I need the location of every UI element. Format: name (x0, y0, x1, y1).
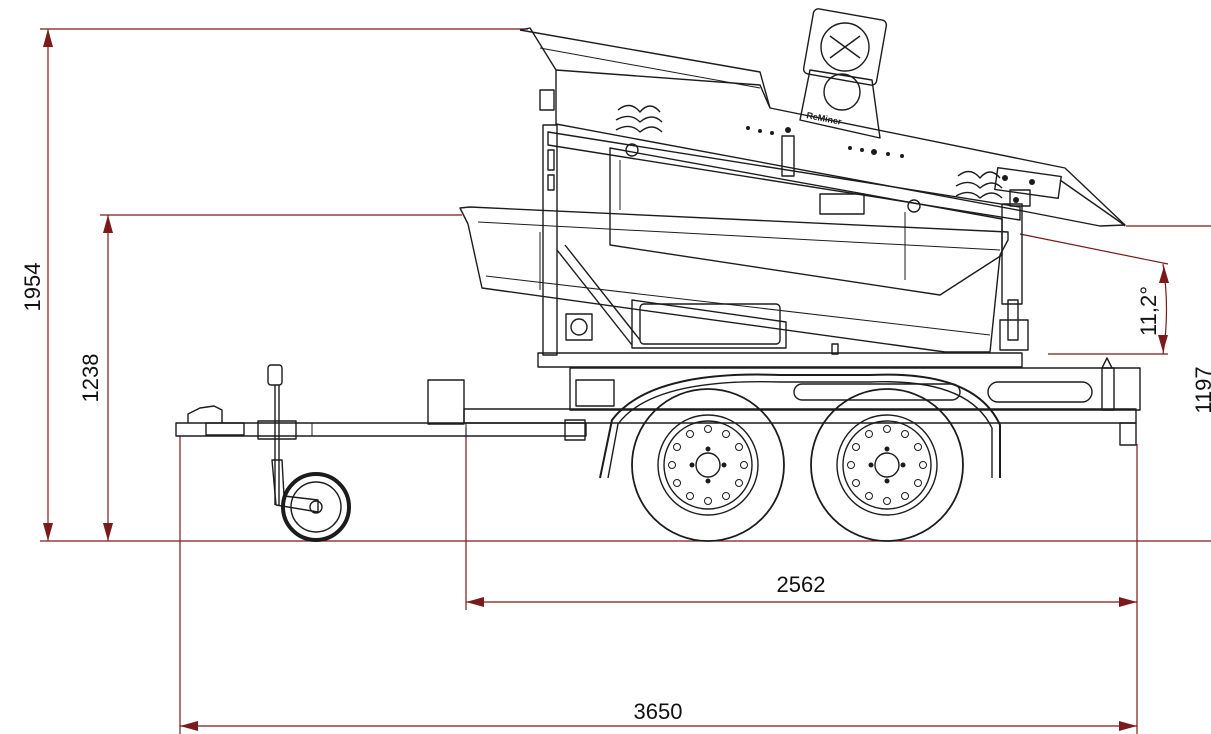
chassis (427, 357, 1141, 446)
screen-box (609, 147, 1003, 296)
motor-icon (802, 8, 888, 86)
tyre (810, 388, 964, 542)
arrow-down-icon (103, 523, 113, 541)
arrow-up-icon (43, 29, 53, 47)
bolt-holes (746, 126, 1019, 203)
frame-slot (793, 383, 961, 401)
discharge-box (994, 166, 1062, 200)
label-overall-length: 3650 (634, 699, 683, 724)
jockey-tyre (281, 472, 351, 542)
hub (874, 452, 900, 478)
label-screen-angle: 11,2° (1136, 286, 1161, 336)
platform-base (537, 352, 1023, 368)
label-hopper-height: 1238 (78, 354, 103, 403)
vibrator-motor (799, 8, 888, 139)
label-axle-to-rear: 2562 (777, 572, 826, 597)
drawbar-beam (175, 422, 587, 437)
dimension-lines (40, 28, 1211, 734)
jockey-wheel (267, 364, 351, 542)
screen-deck (555, 69, 1126, 227)
jockey-clamp (257, 420, 297, 440)
coupling-head (205, 422, 245, 436)
lower-tank (631, 299, 787, 349)
arrow-right-icon (1119, 597, 1137, 607)
motor-icon (565, 313, 593, 341)
rear-light (1119, 422, 1137, 446)
jockey-fork (271, 459, 319, 513)
brand-logo: ReMiner (806, 110, 843, 127)
screening-plant: ReMiner (459, 8, 1126, 368)
hitch-coupler (187, 405, 223, 423)
side-frame (569, 367, 1141, 411)
mudguard (599, 373, 1001, 479)
drawbar (175, 405, 587, 441)
spring-front (615, 104, 663, 157)
wheel-front (631, 388, 785, 542)
arrow-left-icon (180, 721, 198, 731)
sluice-hopper (459, 206, 1009, 353)
arrow-down-icon (1158, 335, 1168, 352)
box-front (427, 379, 465, 425)
wheel-rear (810, 388, 964, 542)
label-overall-height: 1954 (20, 263, 45, 312)
arrow-left-icon (466, 597, 484, 607)
frame-post (542, 124, 558, 356)
dimension-labels: 1954 1238 1197 11,2° 2562 3650 (20, 263, 1211, 724)
angle-ref-line (1019, 233, 1169, 265)
trailer (175, 357, 1141, 542)
arrow-up-icon (1159, 266, 1169, 283)
tyre (631, 388, 785, 542)
arrow-down-icon (43, 523, 53, 541)
jockey-handle (267, 364, 283, 386)
label-platform-height: 1197 (1191, 366, 1211, 413)
hub (695, 452, 721, 478)
main-beam (463, 408, 1137, 424)
hydraulic-leg (999, 189, 1031, 351)
arrow-up-icon (103, 215, 113, 233)
arrow-right-icon (1119, 721, 1137, 731)
motor-pulley (823, 73, 861, 111)
screen-rail (547, 131, 1021, 221)
